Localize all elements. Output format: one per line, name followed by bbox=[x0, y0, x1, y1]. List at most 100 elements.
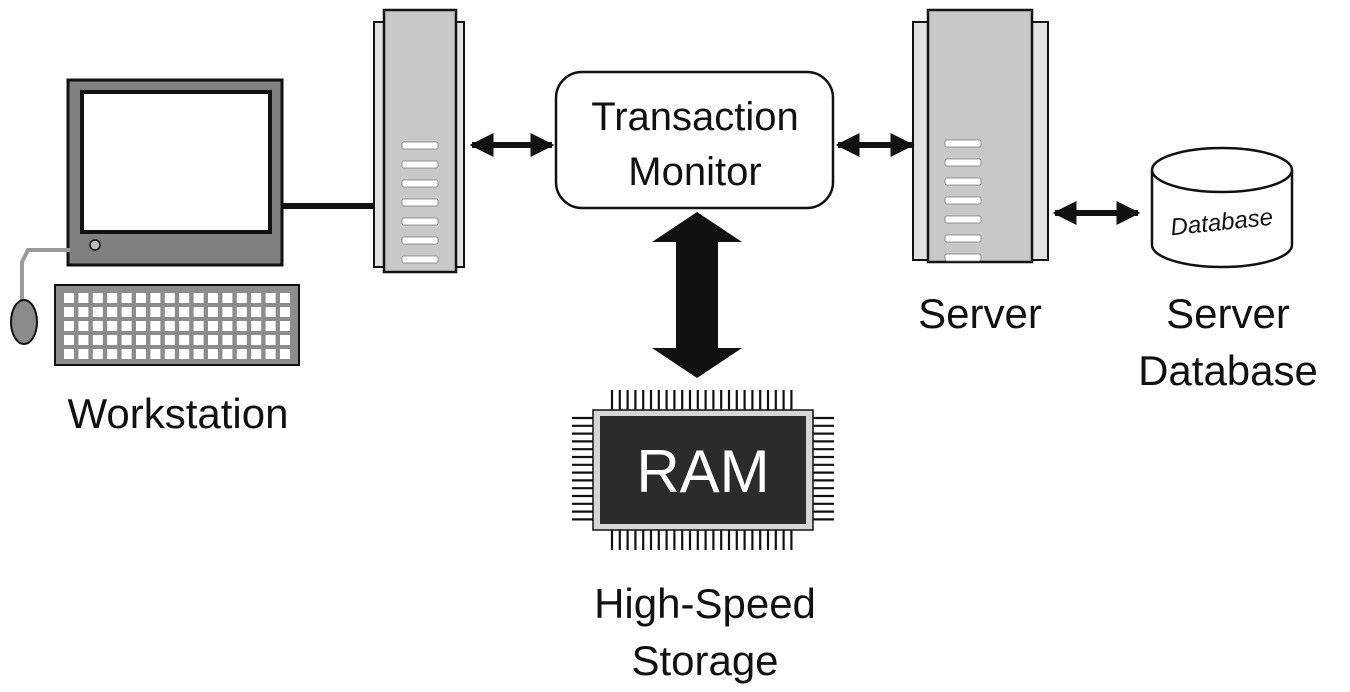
keyboard-key bbox=[193, 321, 204, 331]
drive-slot bbox=[944, 139, 982, 148]
keyboard-key bbox=[78, 321, 89, 331]
keyboard-key bbox=[150, 321, 161, 331]
drive-slot bbox=[944, 196, 982, 205]
keyboard-key bbox=[193, 335, 204, 345]
keyboard-key bbox=[78, 349, 89, 359]
drive-slot bbox=[401, 236, 439, 245]
keyboard-key bbox=[236, 293, 247, 303]
monitor-icon bbox=[66, 78, 284, 267]
keyboard-key bbox=[64, 335, 74, 345]
keyboard-key bbox=[150, 335, 161, 345]
drive-slot bbox=[944, 215, 982, 224]
keyboard-key bbox=[64, 349, 74, 359]
drive-slot bbox=[401, 255, 439, 264]
keyboard-key bbox=[92, 293, 103, 303]
keyboard-key bbox=[208, 307, 218, 317]
keyboard-key bbox=[236, 321, 247, 331]
keyboard-key bbox=[107, 335, 118, 345]
keyboard-key bbox=[265, 307, 276, 317]
keyboard-key bbox=[164, 307, 175, 317]
keyboard-key bbox=[64, 321, 74, 331]
keyboard-key bbox=[78, 335, 89, 345]
keyboard-key bbox=[136, 335, 146, 345]
keyboard-key bbox=[92, 335, 103, 345]
drive-slot bbox=[944, 234, 982, 243]
keyboard-key bbox=[222, 293, 233, 303]
keyboard-key bbox=[208, 349, 218, 359]
keyboard-key bbox=[164, 321, 175, 331]
keyboard-key bbox=[64, 293, 74, 303]
keyboard-key bbox=[208, 293, 218, 303]
keyboard-key bbox=[265, 293, 276, 303]
ram-chip-icon: RAM bbox=[572, 390, 834, 550]
drive-slot bbox=[944, 158, 982, 167]
drive-slot bbox=[401, 141, 439, 150]
keyboard-key bbox=[107, 293, 118, 303]
keyboard-key bbox=[251, 349, 262, 359]
drive-slot bbox=[944, 253, 982, 262]
transaction-monitor-label-line2: Monitor bbox=[628, 150, 761, 194]
transaction-monitor-label-line1: Transaction bbox=[591, 95, 799, 139]
keyboard-key bbox=[107, 307, 118, 317]
keyboard-key bbox=[251, 307, 262, 317]
ram-chip-label: RAM bbox=[636, 438, 769, 505]
transaction-monitor-box: Transaction Monitor bbox=[554, 70, 835, 210]
keyboard-key bbox=[92, 349, 103, 359]
keyboard-key bbox=[121, 349, 132, 359]
keyboard-key bbox=[179, 293, 190, 303]
keyboard-key bbox=[150, 293, 161, 303]
server-database-label-line2: Database bbox=[1138, 347, 1318, 394]
keyboard-key bbox=[280, 293, 290, 303]
keyboard-key bbox=[265, 349, 276, 359]
keyboard-key bbox=[121, 321, 132, 331]
keyboard-key bbox=[251, 293, 262, 303]
keyboard-key bbox=[193, 349, 204, 359]
keyboard-key bbox=[121, 307, 132, 317]
keyboard-key bbox=[136, 349, 146, 359]
high-speed-storage-label-line1: High-Speed bbox=[594, 580, 816, 627]
keyboard-key bbox=[251, 321, 262, 331]
server-tower-icon bbox=[912, 8, 1049, 264]
keyboard-key bbox=[222, 335, 233, 345]
keyboard-key bbox=[179, 349, 190, 359]
database-icon: Database bbox=[1150, 146, 1294, 269]
keyboard-key bbox=[236, 349, 247, 359]
keyboard-key bbox=[107, 349, 118, 359]
drive-slot bbox=[944, 177, 982, 186]
keyboard-key bbox=[236, 307, 247, 317]
keyboard-key bbox=[208, 335, 218, 345]
keyboard-key bbox=[164, 349, 175, 359]
keyboard-key bbox=[280, 307, 290, 317]
keyboard-key bbox=[193, 293, 204, 303]
keyboard-key bbox=[107, 321, 118, 331]
keyboard-key bbox=[150, 307, 161, 317]
drive-slot bbox=[401, 217, 439, 226]
keyboard-key bbox=[280, 349, 290, 359]
keyboard-key bbox=[136, 293, 146, 303]
keyboard-key bbox=[78, 307, 89, 317]
keyboard-key bbox=[121, 293, 132, 303]
keyboard-key bbox=[208, 321, 218, 331]
keyboard-key bbox=[222, 307, 233, 317]
keyboard-key bbox=[265, 335, 276, 345]
workstation: Workstation bbox=[10, 78, 380, 437]
keyboard-key bbox=[164, 293, 175, 303]
keyboard-icon bbox=[54, 284, 300, 366]
keyboard-key bbox=[222, 321, 233, 331]
drive-slot bbox=[401, 179, 439, 188]
drive-slot bbox=[401, 198, 439, 207]
keyboard-key bbox=[150, 349, 161, 359]
keyboard-key bbox=[78, 293, 89, 303]
keyboard-key bbox=[222, 349, 233, 359]
keyboard-key bbox=[92, 321, 103, 331]
keyboard-key bbox=[265, 321, 276, 331]
workstation-label: Workstation bbox=[68, 390, 289, 437]
mouse-icon bbox=[10, 299, 38, 345]
workstation-tower-icon bbox=[373, 8, 465, 274]
keyboard-key bbox=[179, 321, 190, 331]
keyboard-key bbox=[121, 335, 132, 345]
drive-slot bbox=[401, 160, 439, 169]
keyboard-key bbox=[136, 307, 146, 317]
server-label: Server bbox=[918, 290, 1042, 337]
